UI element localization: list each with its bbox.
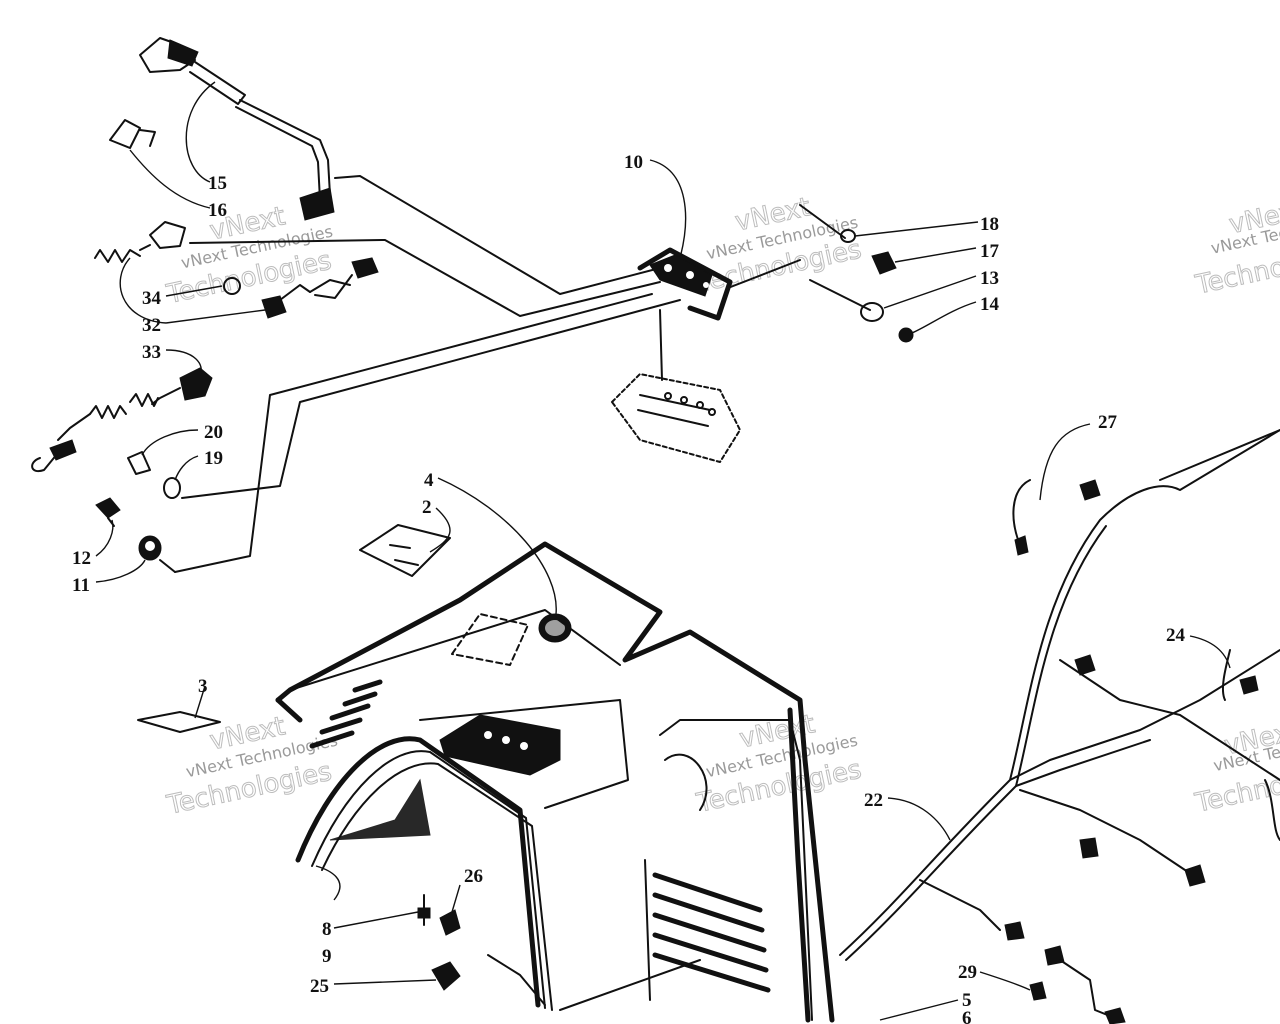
callout-17: 17 <box>980 241 1000 262</box>
callout-34: 34 <box>142 288 162 309</box>
callout-2: 2 <box>422 497 432 518</box>
callout-3: 3 <box>198 676 208 697</box>
tether-cord <box>31 367 213 473</box>
switch-panel-10 <box>611 247 741 463</box>
hood-body <box>275 524 835 1023</box>
callout-18: 18 <box>980 214 999 235</box>
callout-32: 32 <box>142 315 161 336</box>
callout-20: 20 <box>204 422 223 443</box>
callout-25: 25 <box>310 976 329 997</box>
main-wire-routing <box>174 175 871 573</box>
mounting-hardware-9-25-26 <box>417 894 461 991</box>
callout-labels: 15 16 10 18 17 13 14 34 32 33 20 19 12 1… <box>72 152 1186 1024</box>
callout-14: 14 <box>980 294 1000 315</box>
side-louvres <box>644 859 771 1001</box>
watermark-5: vNext vNext Technologies Technologies <box>693 709 865 820</box>
throttle-switch-assembly <box>109 37 335 221</box>
callout-19: 19 <box>204 448 223 469</box>
callout-24: 24 <box>1166 625 1186 646</box>
callout-33: 33 <box>142 342 161 363</box>
watermark-3: vNext vNext Technologies Technologies <box>1192 195 1280 302</box>
callout-10: 10 <box>624 152 643 173</box>
callout-29: 29 <box>958 962 977 983</box>
callout-12: 12 <box>72 548 91 569</box>
leader-lines <box>95 81 1231 1021</box>
callout-16: 16 <box>208 200 227 221</box>
wiring-harness <box>839 429 1280 1024</box>
callout-22: 22 <box>864 790 883 811</box>
callout-15: 15 <box>208 173 227 194</box>
hood-vents <box>309 679 383 749</box>
callout-8: 8 <box>322 919 332 940</box>
callout-9: 9 <box>322 946 332 967</box>
callout-11: 11 <box>72 575 90 596</box>
callout-13: 13 <box>980 268 999 289</box>
callout-26: 26 <box>464 866 483 887</box>
callout-27: 27 <box>1098 412 1118 433</box>
kill-switch-connector <box>94 221 379 319</box>
callout-4: 4 <box>424 470 434 491</box>
callout-5: 5 <box>962 990 972 1011</box>
callout-6: 6 <box>962 1008 972 1024</box>
switch-hardware-13-14-17-18 <box>840 229 914 343</box>
watermark-4: vNext vNext Technologies Technologies <box>163 711 339 822</box>
light-switch-11-12 <box>95 497 176 573</box>
watermark-6: vNext vNext Technologies Technologies <box>1191 716 1280 820</box>
push-button-19-20 <box>127 451 181 499</box>
bracket-3 <box>137 711 221 733</box>
